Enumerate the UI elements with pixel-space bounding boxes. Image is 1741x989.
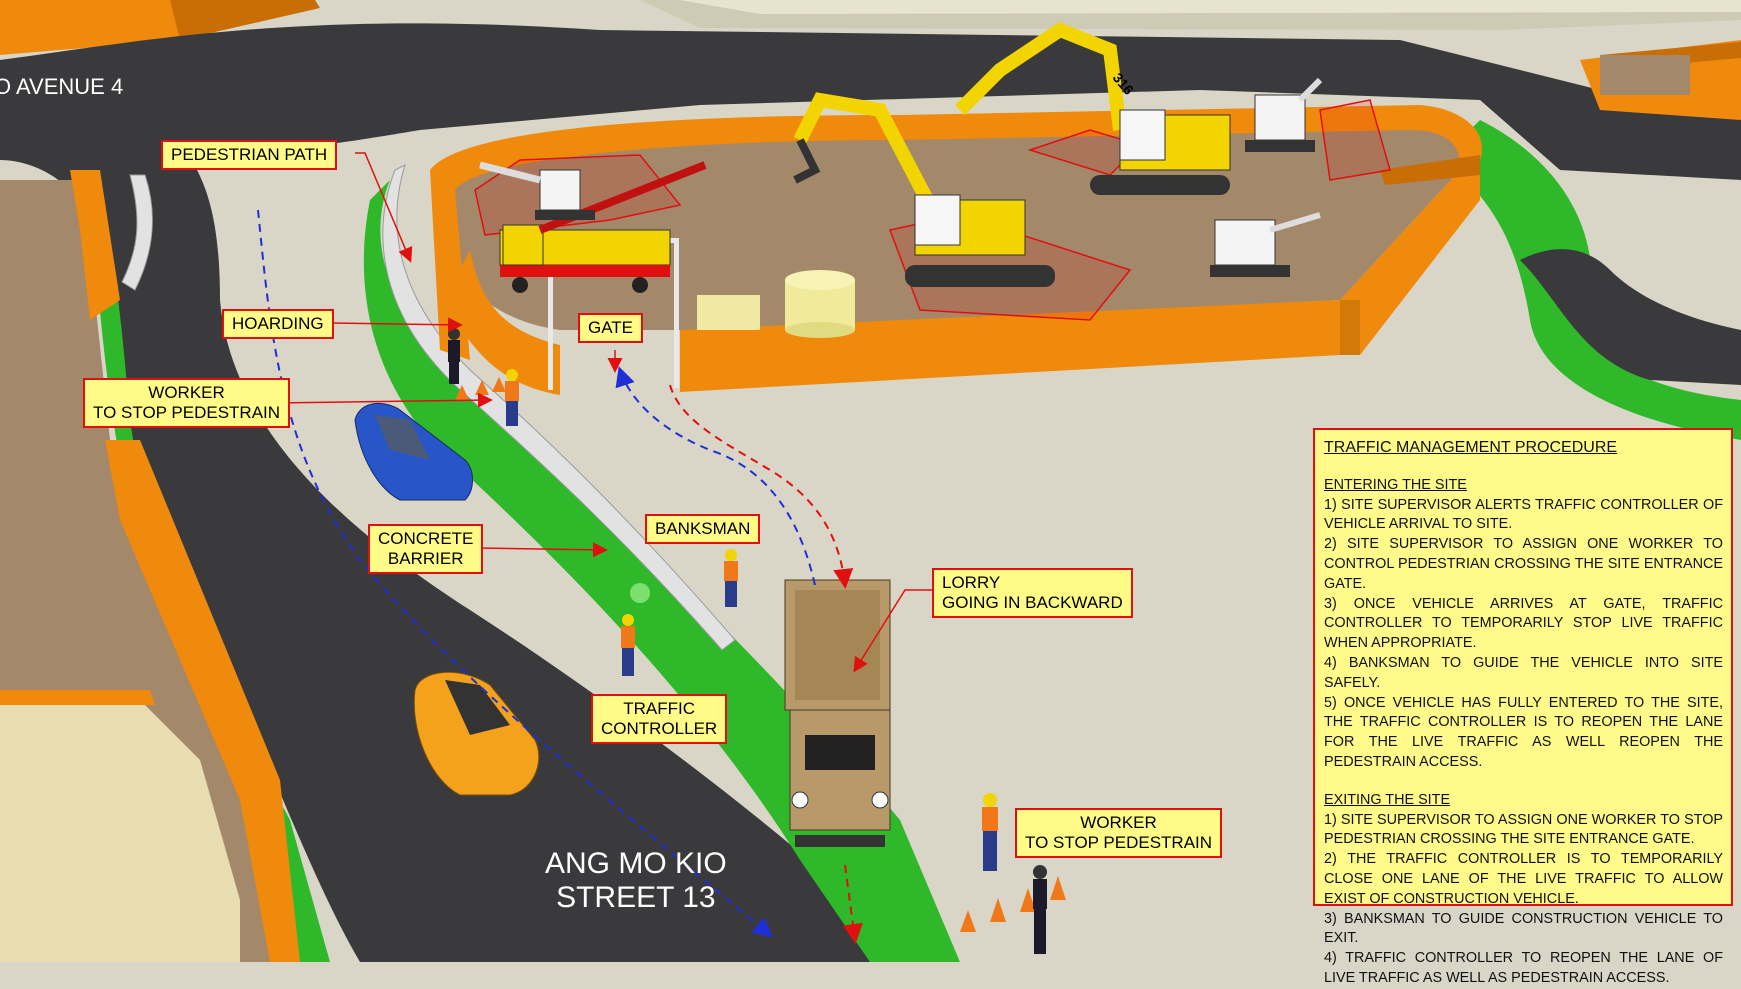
avenue-road [0, 23, 1741, 180]
mini-excavator-top-right [1245, 77, 1323, 152]
mini-excavator-left [479, 161, 595, 220]
exiting-step: 2) THE TRAFFIC CONTROLLER IS TO TEMPORAR… [1324, 851, 1723, 907]
site-scene: 316 [0, 0, 1741, 962]
entering-step: 5) ONCE VEHICLE HAS FULLY ENTERED TO THE… [1324, 694, 1723, 770]
label-pedestrian-path: PEDESTRIAN PATH [161, 140, 338, 170]
traffic-procedure-panel: TRAFFIC MANAGEMENT PROCEDURE ENTERING TH… [1313, 428, 1733, 986]
exiting-step: 4) TRAFFIC CONTROLLER TO REOPEN THE LANE… [1324, 950, 1723, 986]
orange-car [413, 671, 540, 796]
mini-excavator-right [1210, 212, 1321, 277]
exiting-steps: 1) SITE SUPERVISOR TO ASSIGN ONE WORKER … [1324, 811, 1723, 989]
crane-truck [499, 161, 707, 293]
excavator-316: 316 [955, 22, 1231, 195]
blue-car [354, 402, 473, 501]
entering-step: 3) ONCE VEHICLE ARRIVES AT GATE, TRAFFIC… [1324, 595, 1723, 652]
entering-step: 1) SITE SUPERVISOR ALERTS TRAFFIC CONTRO… [1324, 496, 1723, 533]
label-hoarding: HOARDING [222, 309, 334, 339]
exiting-step: 1) SITE SUPERVISOR TO ASSIGN ONE WORKER … [1324, 811, 1723, 848]
vehicle-exit-red-arrow [842, 864, 863, 944]
lorry [784, 579, 891, 847]
water-tank [785, 270, 855, 338]
entering-steps: 1) SITE SUPERVISOR ALERTS TRAFFIC CONTRO… [1324, 496, 1723, 773]
exiting-step: 3) BANKSMAN TO GUIDE CONSTRUCTION VEHICL… [1324, 910, 1723, 947]
concrete-barrier [382, 164, 736, 651]
entering-step: 2) SITE SUPERVISOR TO ASSIGN ONE WORKER … [1324, 536, 1723, 592]
procedure-title: TRAFFIC MANAGEMENT PROCEDURE [1324, 439, 1618, 456]
label-gate: GATE [578, 313, 644, 343]
excavator-center [793, 92, 1055, 287]
exiting-title: EXITING THE SITE [1324, 791, 1451, 808]
entering-step: 4) BANKSMAN TO GUIDE THE VEHICLE INTO SI… [1324, 654, 1723, 691]
vehicle-entry-red-arrow [669, 384, 854, 589]
entering-title: ENTERING THE SITE [1324, 476, 1467, 493]
vehicle-entry-blue-arrow [615, 366, 816, 586]
traffic-cones [455, 377, 1066, 932]
label-banksman: BANKSMAN [645, 514, 761, 544]
top-left-wall [0, 0, 320, 55]
avenue-label: O AVENUE 4 [0, 74, 124, 99]
